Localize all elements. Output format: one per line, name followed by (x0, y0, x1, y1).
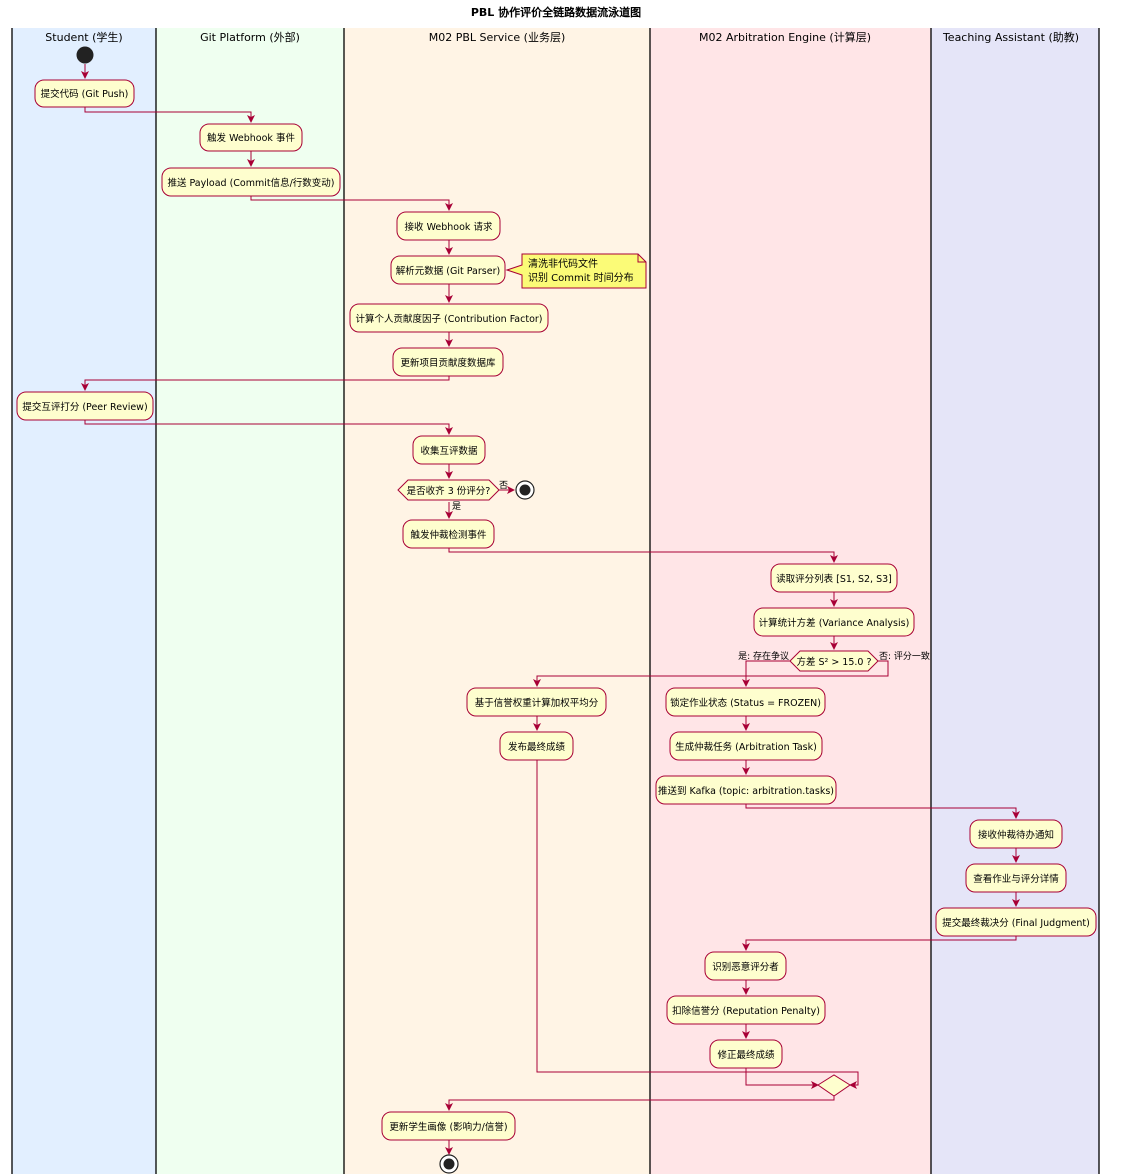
activity-label: 扣除信誉分 (Reputation Penalty) (672, 1005, 820, 1017)
activity-node: 锁定作业状态 (Status = FROZEN) (665, 687, 826, 717)
activity-label: 推送到 Kafka (topic: arbitration.tasks) (658, 785, 834, 797)
activity-label: 接收仲裁待办通知 (978, 829, 1054, 841)
activity-label: 提交互评打分 (Peer Review) (22, 401, 147, 413)
flow-arrow (445, 1096, 835, 1111)
lane-git-bg (156, 28, 344, 1174)
activity-label: 推送 Payload (Commit信息/行数变动) (167, 177, 334, 189)
activity-node: 计算统计方差 (Variance Analysis) (753, 607, 915, 637)
end-node (439, 1154, 459, 1174)
merge-node (817, 1074, 851, 1097)
activity-label: 查看作业与评分详情 (973, 873, 1059, 885)
activity-node: 接收 Webhook 请求 (396, 211, 501, 241)
activity-node: 提交代码 (Git Push) (34, 79, 135, 108)
activity-node: 推送 Payload (Commit信息/行数变动) (161, 167, 341, 197)
activity-node: 提交最终裁决分 (Final Judgment) (935, 907, 1097, 937)
lane-title-arbitration: M02 Arbitration Engine (计算层) (699, 30, 871, 44)
flow-arrow (742, 936, 1017, 951)
activity-label: 提交最终裁决分 (Final Judgment) (942, 917, 1090, 929)
decision-label: 方差 S² > 15.0 ? (796, 656, 871, 668)
lane-title-pbl: M02 PBL Service (业务层) (429, 31, 566, 44)
activity-node: 发布最终成绩 (499, 731, 574, 761)
lane-student-bg (12, 28, 156, 1174)
activity-label: 基于信誉权重计算加权平均分 (475, 697, 599, 709)
flow-arrow (448, 548, 838, 563)
decision-node: 方差 S² > 15.0 ? (789, 650, 879, 672)
diagram-title: PBL 协作评价全链路数据流泳道图 (471, 5, 641, 19)
activity-node: 推送到 Kafka (topic: arbitration.tasks) (655, 775, 837, 805)
note: 清洗非代码文件 识别 Commit 时间分布 (505, 253, 647, 289)
activity-node: 查看作业与评分详情 (965, 863, 1067, 893)
activity-node: 修正最终成绩 (709, 1039, 783, 1069)
activity-label: 计算统计方差 (Variance Analysis) (759, 617, 910, 629)
activity-node: 触发仲裁检测事件 (402, 519, 495, 549)
flow-edges (81, 64, 1020, 1155)
start-node (76, 46, 94, 64)
flow-arrow (81, 376, 450, 391)
activity-label: 触发 Webhook 事件 (207, 132, 295, 144)
activity-node: 更新项目贡献度数据库 (392, 347, 504, 377)
activity-node: 触发 Webhook 事件 (199, 123, 303, 152)
lane-ta-bg (931, 28, 1099, 1174)
flow-arrow (84, 420, 453, 435)
activity-label: 收集互评数据 (420, 445, 478, 457)
activity-label: 更新学生画像 (影响力/信誉) (389, 1121, 507, 1133)
decision-label: 是否收齐 3 份评分? (407, 485, 491, 497)
activity-node: 扣除信誉分 (Reputation Penalty) (666, 995, 826, 1025)
activity-label: 锁定作业状态 (Status = FROZEN) (670, 697, 821, 709)
flow-arrow (742, 660, 790, 687)
lane-title-git: Git Platform (外部) (200, 30, 300, 44)
activity-node: 生成仲裁任务 (Arbitration Task) (669, 731, 823, 761)
lane-title-ta: Teaching Assistant (助教) (942, 30, 1079, 44)
flow-arrow (745, 1068, 819, 1089)
activity-label: 接收 Webhook 请求 (405, 221, 493, 233)
activity-node: 计算个人贡献度因子 (Contribution Factor) (349, 303, 549, 333)
activity-node: 解析元数据 (Git Parser) (390, 255, 506, 285)
decision-node: 是否收齐 3 份评分? (397, 479, 500, 501)
flow-arrow (536, 760, 859, 1089)
note-line: 清洗非代码文件 (528, 257, 598, 270)
flow-arrow (533, 660, 889, 687)
end-node (515, 480, 535, 500)
activity-label: 识别恶意评分者 (712, 961, 779, 973)
activity-label: 更新项目贡献度数据库 (400, 357, 496, 369)
activity-node: 读取评分列表 [S1, S2, S3] (770, 563, 898, 593)
flow-arrow (84, 107, 255, 123)
activity-label: 生成仲裁任务 (Arbitration Task) (675, 741, 817, 753)
activity-node: 收集互评数据 (412, 435, 486, 465)
swimlanes: Student (学生) Git Platform (外部) M02 PBL S… (11, 28, 1100, 1174)
activity-node: 更新学生画像 (影响力/信誉) (381, 1111, 516, 1141)
activity-node: 识别恶意评分者 (704, 951, 787, 981)
lane-arbitration-bg (650, 28, 931, 1174)
activity-label: 修正最终成绩 (717, 1049, 775, 1061)
lane-title-student: Student (学生) (45, 30, 122, 44)
activity-node: 接收仲裁待办通知 (969, 819, 1063, 849)
activity-label: 读取评分列表 [S1, S2, S3] (776, 573, 892, 585)
activity-label: 触发仲裁检测事件 (410, 529, 487, 541)
branch-label-yes: 是 (452, 501, 461, 512)
activity-node: 提交互评打分 (Peer Review) (16, 391, 154, 421)
flow-arrow (250, 196, 453, 211)
activity-label: 提交代码 (Git Push) (41, 88, 129, 100)
note-line: 识别 Commit 时间分布 (528, 271, 634, 284)
branch-label-no: 否 (499, 480, 508, 491)
activity-label: 解析元数据 (Git Parser) (396, 265, 500, 277)
activity-label: 发布最终成绩 (508, 741, 566, 753)
branch-label-dispute: 是: 存在争议 (738, 650, 789, 662)
activity-label: 计算个人贡献度因子 (Contribution Factor) (355, 313, 542, 325)
flow-arrow (745, 804, 1020, 819)
branch-label-consistent: 否: 评分一致 (879, 650, 930, 662)
activity-node: 基于信誉权重计算加权平均分 (466, 687, 607, 717)
